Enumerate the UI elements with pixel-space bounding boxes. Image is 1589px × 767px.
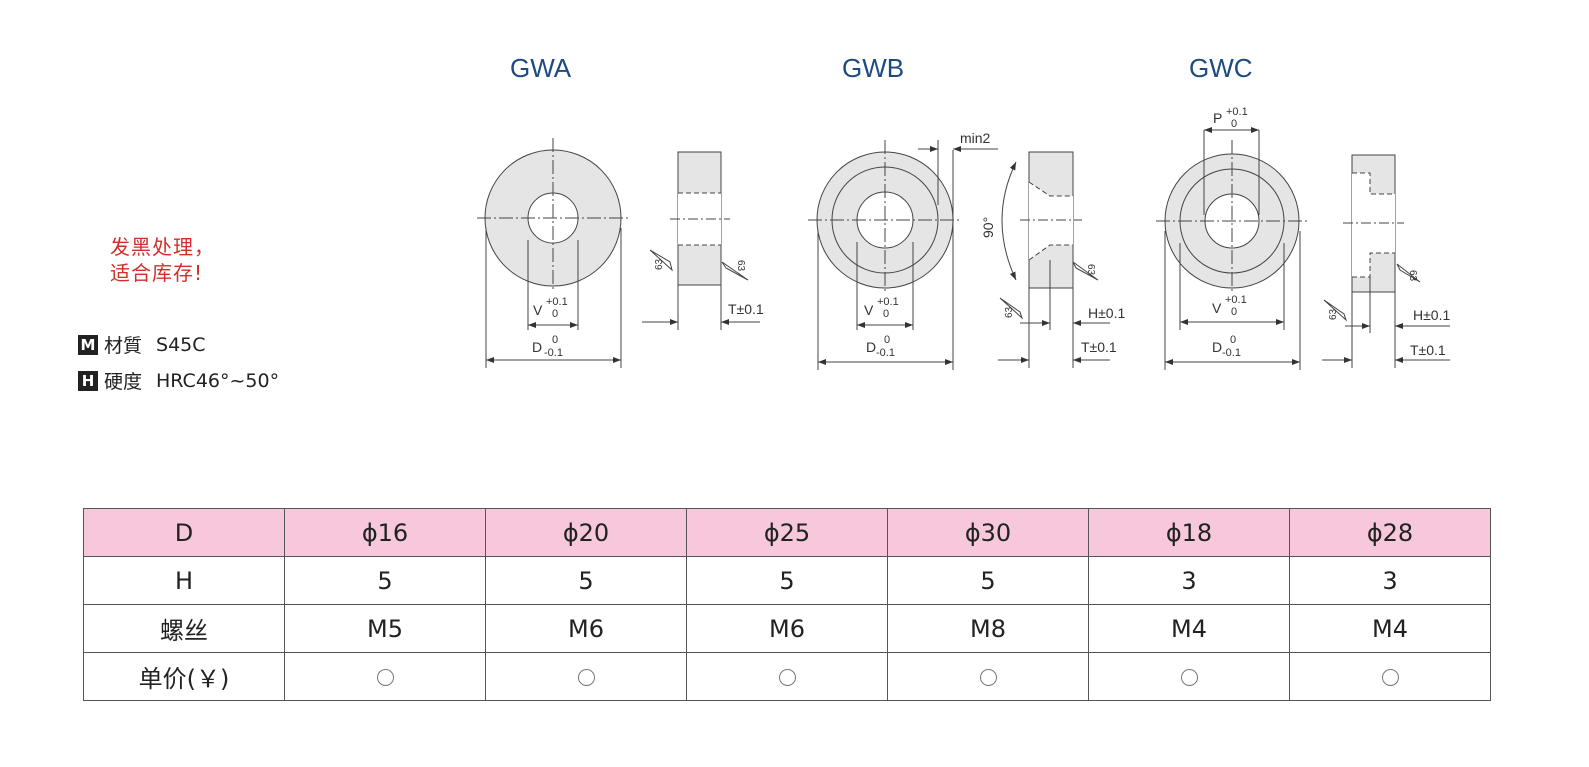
hardness-label: 硬度 bbox=[104, 371, 143, 393]
gwc-roughness-left: 63 bbox=[1328, 308, 1339, 320]
technical-drawings: V +0.1 0 D 0 -0.1 T±0.1 63 63 min2 bbox=[477, 106, 1450, 370]
title-gwa: GWA bbox=[510, 53, 572, 83]
gwc-roughness-right: 63 bbox=[1407, 270, 1418, 282]
gwa-d-tol-up: 0 bbox=[552, 334, 558, 346]
surface-treatment-note: 发黑处理， 适合库存! bbox=[110, 234, 215, 286]
gwa-d-tol-low: -0.1 bbox=[544, 347, 563, 359]
material-icon: M bbox=[78, 334, 98, 355]
gwc-p-tol-up: +0.1 bbox=[1226, 106, 1248, 118]
gwa-d-label: D bbox=[532, 339, 542, 355]
hardness-value: HRC46°~50° bbox=[156, 369, 280, 392]
table-cell: M4 bbox=[1289, 604, 1491, 653]
table-cell: M6 bbox=[686, 604, 888, 653]
table-row-price: 单价(￥) bbox=[83, 652, 1491, 701]
gwb-min2-label: min2 bbox=[960, 130, 991, 146]
gwc-d-tol-low: -0.1 bbox=[1222, 347, 1241, 359]
header-cell: ϕ16 bbox=[284, 508, 486, 557]
table-cell: 5 bbox=[686, 556, 888, 605]
header-cell: ϕ18 bbox=[1088, 508, 1290, 557]
hardness-icon: H bbox=[78, 370, 98, 391]
price-circle-icon bbox=[376, 669, 394, 686]
gwb-v-tol-low: 0 bbox=[883, 308, 889, 320]
material-label: 材質 bbox=[104, 335, 143, 357]
note-line-1: 发黑处理， bbox=[110, 235, 215, 259]
header-cell: ϕ25 bbox=[686, 508, 888, 557]
price-cell bbox=[284, 652, 486, 701]
price-cell bbox=[485, 652, 687, 701]
gwb-v-tol: +0.1 bbox=[877, 296, 899, 308]
note-line-2: 适合库存! bbox=[110, 261, 204, 285]
row-label: 螺丝 bbox=[83, 604, 285, 653]
table-cell: 5 bbox=[485, 556, 687, 605]
header-cell: D bbox=[83, 508, 285, 557]
header-cell: ϕ30 bbox=[887, 508, 1089, 557]
gwb-side-view bbox=[998, 151, 1110, 368]
gwc-d-label: D bbox=[1212, 339, 1222, 355]
gwc-v-tol-low: 0 bbox=[1231, 306, 1237, 318]
material-value: S45C bbox=[156, 333, 206, 356]
price-cell bbox=[1088, 652, 1290, 701]
gwb-t-label: T±0.1 bbox=[1081, 339, 1117, 355]
gwa-v-tol-low: 0 bbox=[552, 308, 558, 320]
gwa-t-label: T±0.1 bbox=[728, 301, 764, 317]
row-label: 单价(￥) bbox=[83, 652, 285, 701]
price-circle-icon bbox=[778, 669, 796, 686]
gwb-h-label: H±0.1 bbox=[1088, 305, 1125, 321]
gwc-front-view bbox=[1156, 127, 1308, 370]
gwb-roughness-left: 63 bbox=[1004, 306, 1015, 318]
gwa-v-label: V bbox=[533, 302, 543, 318]
price-cell bbox=[887, 652, 1089, 701]
gwc-v-label: V bbox=[1212, 300, 1222, 316]
gwa-roughness-left: 63 bbox=[654, 258, 665, 270]
gwa-side-view bbox=[642, 151, 760, 330]
gwc-p-tol-low: 0 bbox=[1231, 118, 1237, 130]
hardness-spec: H 硬度 HRC46°~50° bbox=[78, 367, 279, 394]
gwc-d-tol-up: 0 bbox=[1230, 334, 1236, 346]
gwb-d-tol-up: 0 bbox=[884, 334, 890, 346]
table-row-h: H 5 5 5 5 3 3 bbox=[83, 556, 1491, 605]
gwc-p-label: P bbox=[1213, 110, 1222, 126]
title-gwb: GWB bbox=[842, 53, 905, 83]
spec-table: D ϕ16 ϕ20 ϕ25 ϕ30 ϕ18 ϕ28 H 5 5 5 5 3 3 … bbox=[83, 508, 1491, 701]
gwb-front-view bbox=[808, 140, 998, 370]
price-circle-icon bbox=[979, 669, 997, 686]
header-cell: ϕ20 bbox=[485, 508, 687, 557]
table-row-screw: 螺丝 M5 M6 M6 M8 M4 M4 bbox=[83, 604, 1491, 653]
table-cell: 5 bbox=[284, 556, 486, 605]
gwa-front-view bbox=[477, 138, 629, 368]
gwb-angle-label: 90° bbox=[980, 217, 996, 238]
price-circle-icon bbox=[1180, 669, 1198, 686]
row-label: H bbox=[83, 556, 285, 605]
price-circle-icon bbox=[1381, 669, 1399, 686]
gwc-h-label: H±0.1 bbox=[1413, 307, 1450, 323]
table-cell: M8 bbox=[887, 604, 1089, 653]
price-cell bbox=[686, 652, 888, 701]
table-cell: 5 bbox=[887, 556, 1089, 605]
gwb-v-label: V bbox=[864, 302, 874, 318]
gwb-d-label: D bbox=[866, 339, 876, 355]
table-cell: M5 bbox=[284, 604, 486, 653]
gwc-t-label: T±0.1 bbox=[1410, 342, 1446, 358]
header-cell: ϕ28 bbox=[1289, 508, 1491, 557]
gwb-d-tol-low: -0.1 bbox=[876, 347, 895, 359]
table-cell: 3 bbox=[1289, 556, 1491, 605]
gwa-roughness-right: 63 bbox=[735, 260, 746, 272]
material-spec: M 材質 S45C bbox=[78, 331, 206, 358]
table-cell: 3 bbox=[1088, 556, 1290, 605]
gwc-v-tol: +0.1 bbox=[1225, 294, 1247, 306]
gwc-side-view bbox=[1322, 154, 1450, 368]
gwa-v-tol: +0.1 bbox=[546, 296, 568, 308]
table-cell: M6 bbox=[485, 604, 687, 653]
table-header-row: D ϕ16 ϕ20 ϕ25 ϕ30 ϕ18 ϕ28 bbox=[83, 508, 1491, 557]
gwb-roughness-right: 63 bbox=[1085, 264, 1096, 276]
title-gwc: GWC bbox=[1189, 53, 1253, 83]
price-cell bbox=[1289, 652, 1491, 701]
price-circle-icon bbox=[577, 669, 595, 686]
table-cell: M4 bbox=[1088, 604, 1290, 653]
